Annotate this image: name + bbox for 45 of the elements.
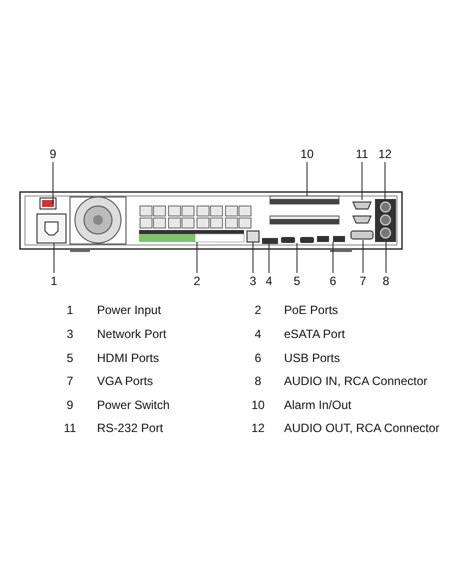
item-number: 2 bbox=[254, 303, 262, 317]
leader-line bbox=[296, 242, 298, 274]
leader-line bbox=[384, 162, 386, 200]
item-number: 8 bbox=[254, 374, 262, 388]
part-name: Alarm In/Out bbox=[284, 398, 352, 412]
leader-line bbox=[196, 242, 198, 274]
part-name: VGA Ports bbox=[97, 374, 154, 388]
part-name: Power Input bbox=[97, 303, 162, 317]
part-name: AUDIO OUT, RCA Connector bbox=[284, 421, 440, 435]
callout-number: 2 bbox=[194, 274, 200, 288]
leader-line bbox=[268, 244, 270, 274]
callout-number: 6 bbox=[330, 274, 336, 288]
leader-line bbox=[332, 242, 334, 274]
item-number: 11 bbox=[64, 421, 76, 435]
leader-line bbox=[252, 242, 254, 274]
part-name: PoE Ports bbox=[284, 303, 338, 317]
leader-line bbox=[306, 162, 308, 196]
callout-number: 1 bbox=[50, 274, 58, 288]
callout-number: 9 bbox=[50, 147, 56, 161]
item-number: 3 bbox=[66, 327, 74, 341]
item-number: 6 bbox=[254, 351, 262, 365]
item-number: 12 bbox=[251, 421, 265, 435]
leader-line bbox=[362, 240, 364, 274]
part-name: USB Ports bbox=[284, 351, 340, 365]
item-number: 7 bbox=[66, 374, 74, 388]
item-number: 4 bbox=[254, 327, 262, 341]
part-name: HDMI Ports bbox=[97, 351, 160, 365]
item-number: 5 bbox=[66, 351, 74, 365]
callout-number: 8 bbox=[382, 274, 390, 288]
part-name: Power Switch bbox=[97, 398, 170, 412]
callout-number: 10 bbox=[300, 147, 314, 161]
callout-number: 5 bbox=[294, 274, 300, 288]
part-name: eSATA Port bbox=[284, 327, 345, 341]
leader-line bbox=[52, 162, 54, 204]
part-name: AUDIO IN, RCA Connector bbox=[284, 374, 428, 388]
callout-number: 4 bbox=[266, 274, 272, 288]
callout-number: 7 bbox=[360, 274, 366, 288]
item-number: 10 bbox=[251, 398, 265, 412]
callout-number: 11 bbox=[356, 147, 368, 161]
item-number: 1 bbox=[66, 303, 74, 317]
item-number: 9 bbox=[66, 398, 74, 412]
part-name: Network Port bbox=[97, 327, 166, 341]
callout-number: 12 bbox=[378, 147, 392, 161]
part-name: RS-232 Port bbox=[97, 421, 164, 435]
callout-number: 3 bbox=[250, 274, 256, 288]
